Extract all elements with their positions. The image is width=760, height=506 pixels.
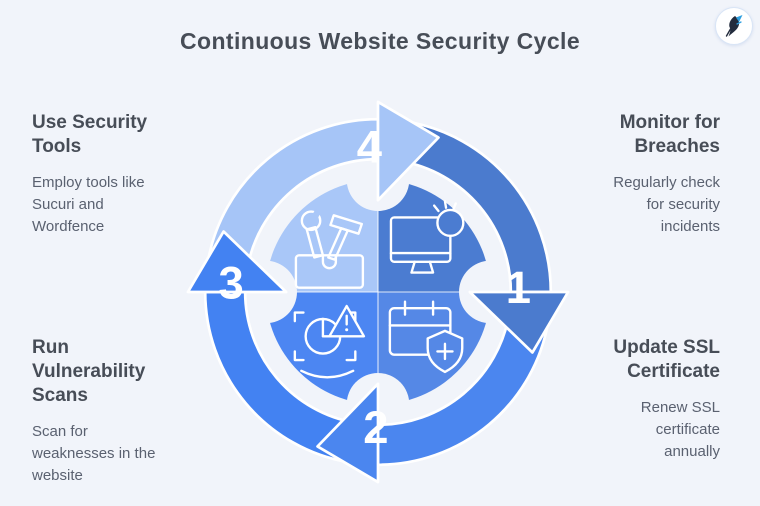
step-number-2: 2 [363, 402, 388, 453]
security-tools-icon [294, 208, 365, 289]
step-description: Scan for weaknesses in the website [32, 423, 156, 485]
arrowhead-3-up [186, 230, 288, 294]
quadrant-top-right [378, 179, 491, 292]
vulnerability-scan-icon [293, 304, 366, 379]
step-label-update-ssl-certificate: Update SSL Certificate Renew SSL certifi… [550, 336, 720, 463]
security-cycle-diagram: 1 2 3 4 [186, 100, 570, 484]
step-description: Regularly check for security incidents [613, 174, 720, 236]
step-title: Monitor for Breaches [619, 112, 720, 158]
step-description: Employ tools like Sucuri and Wordfence [32, 174, 145, 236]
arrowhead-2-left [316, 382, 380, 484]
step-title: Update SSL Certificate [613, 337, 720, 383]
step-title: Use Security Tools [32, 112, 148, 158]
cycle-ring [203, 117, 553, 467]
step-label-monitor-for-breaches: Monitor for Breaches Regularly check for… [550, 111, 720, 238]
wrench-notch [309, 208, 321, 223]
step-title: Run Vulnerability Scans [32, 337, 146, 407]
arrowhead-4-right [376, 100, 440, 202]
arrowhead-1-down [468, 290, 570, 354]
step-number-1: 1 [506, 262, 531, 313]
step-label-use-security-tools: Use Security Tools Employ tools like Suc… [32, 111, 207, 238]
monitor-breach-icon [389, 200, 465, 274]
napkin-logo-badge [715, 7, 753, 45]
calendar-shield-icon [388, 300, 464, 374]
step-description: Renew SSL certificate annually [640, 399, 720, 461]
step-label-run-vulnerability-scans: Run Vulnerability Scans Scan for weaknes… [32, 336, 207, 488]
cycle-arrowheads [186, 100, 570, 484]
step-number-3: 3 [219, 257, 244, 308]
napkin-logo-icon [725, 15, 743, 37]
quadrant-top-left [265, 179, 378, 292]
step-number-4: 4 [357, 121, 382, 172]
page-title: Continuous Website Security Cycle [179, 28, 581, 54]
